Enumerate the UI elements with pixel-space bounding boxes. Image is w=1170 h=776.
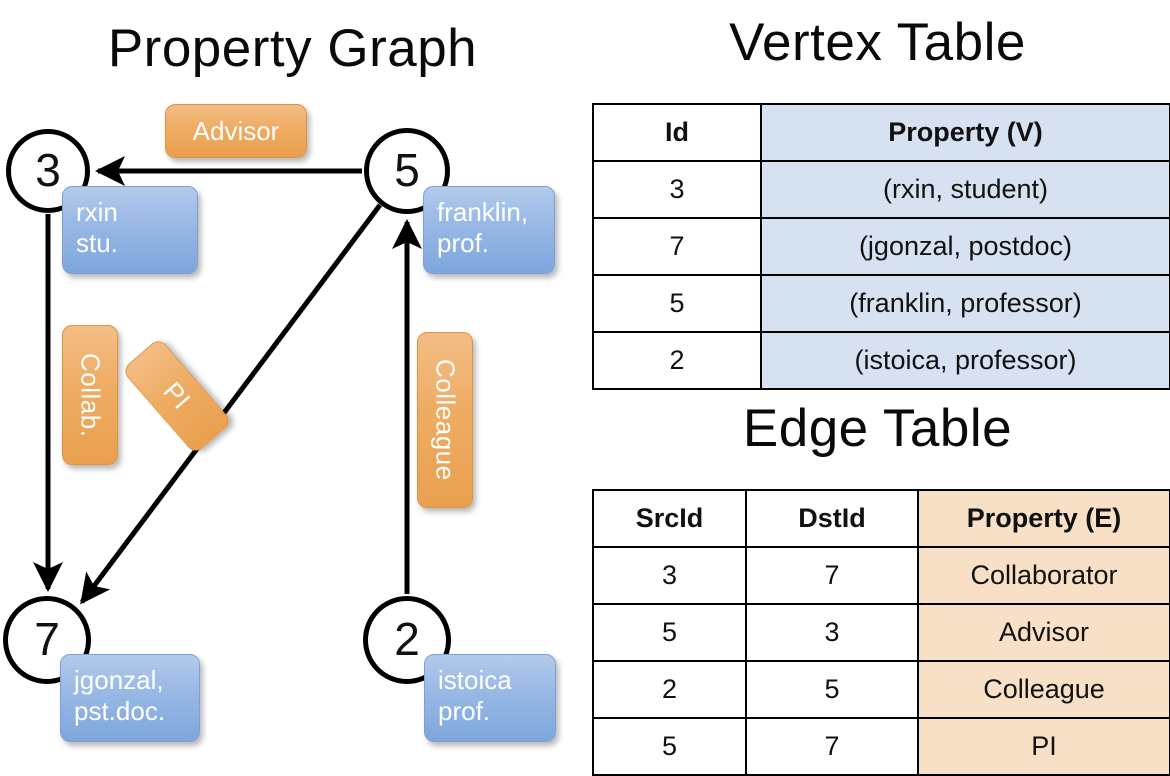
vertex-cell-id: 7 [592,217,762,276]
vertex-property-box-5[interactable]: franklin, prof. [423,186,555,274]
edge-5-to-7 [80,203,382,605]
table-row[interactable]: 5 3 Advisor [592,603,1170,662]
edge-label-advisor[interactable]: Advisor [165,104,307,158]
edge-cell-property: Advisor [917,603,1170,662]
vertex-header-id: Id [592,103,762,162]
edge-cell-srcid: 5 [592,717,747,776]
edge-table-title: Edge Table [742,399,1013,458]
vertex-cell-id: 5 [592,274,762,333]
node-7-label: 7 [34,613,60,665]
node-2-label: 2 [394,613,420,665]
edge-cell-dstid: 7 [745,546,919,605]
edge-label-colleague[interactable]: Colleague [417,332,473,508]
edge-cell-srcid: 2 [592,660,747,719]
vertex-property-box-3[interactable]: rxin stu. [62,186,198,274]
edge-label-advisor-text: Advisor [192,115,280,146]
property-graph-title: Property Graph [107,19,478,78]
vertex-property-line2: prof. [437,227,490,258]
vertex-property-line1: jgonzal, [74,665,164,695]
vertex-property-line2: prof. [438,695,491,726]
vertex-property-box-2[interactable]: istoica prof. [424,654,556,742]
table-row[interactable]: 5 (franklin, professor) [592,274,1170,333]
edge-cell-srcid: 3 [592,546,747,605]
vertex-table-title: Vertex Table [729,13,1026,72]
vertex-property-box-7[interactable]: jgonzal, pst.doc. [60,654,200,742]
edge-label-collab[interactable]: Collab. [62,325,118,465]
vertex-cell-property: (franklin, professor) [760,274,1170,333]
vertex-property-line1: franklin, [437,197,529,227]
vertex-property-line1: rxin [76,197,118,227]
edge-cell-dstid: 5 [745,660,919,719]
edge-label-collab-text: Collab. [75,352,106,438]
table-row[interactable]: 3 7 Collaborator [592,546,1170,605]
table-row[interactable]: 7 (jgonzal, postdoc) [592,217,1170,276]
node-3-label: 3 [35,144,61,196]
edge-header-srcid: SrcId [592,489,747,548]
table-header-row: Id Property (V) [592,103,1170,162]
edge-label-pi-text: PI [157,376,198,416]
edge-cell-property: PI [917,717,1170,776]
table-row[interactable]: 3 (rxin, student) [592,160,1170,219]
vertex-cell-id: 2 [592,331,762,390]
graph-node-2[interactable]: 2 [363,596,451,684]
vertex-property-line2: stu. [76,227,118,258]
vertex-cell-id: 3 [592,160,762,219]
edge-cell-dstid: 3 [745,603,919,662]
table-row[interactable]: 5 7 PI [592,717,1170,776]
edge-table: SrcId DstId Property (E) 3 7 Collaborato… [592,489,1170,776]
edge-cell-srcid: 5 [592,603,747,662]
vertex-cell-property: (jgonzal, postdoc) [760,217,1170,276]
edge-header-property: Property (E) [917,489,1170,548]
graph-edges-svg [33,156,422,605]
edge-cell-property: Colleague [917,660,1170,719]
vertex-cell-property: (istoica, professor) [760,331,1170,390]
graph-node-5[interactable]: 5 [364,128,450,214]
vertex-property-line1: istoica [438,665,512,695]
table-row[interactable]: 2 5 Colleague [592,660,1170,719]
vertex-header-property: Property (V) [760,103,1170,162]
edge-cell-dstid: 7 [745,717,919,776]
table-header-row: SrcId DstId Property (E) [592,489,1170,548]
edge-header-dstid: DstId [745,489,919,548]
node-5-label: 5 [394,144,420,196]
edge-label-colleague-text: Colleague [430,359,461,481]
vertex-table: Id Property (V) 3 (rxin, student) 7 (jgo… [592,103,1170,390]
vertex-property-line2: pst.doc. [74,695,166,726]
slide-canvas: Property Graph Vertex Table Edge Table 3… [3,13,1170,776]
table-row[interactable]: 2 (istoica, professor) [592,331,1170,390]
vertex-cell-property: (rxin, student) [760,160,1170,219]
edge-cell-property: Collaborator [917,546,1170,605]
